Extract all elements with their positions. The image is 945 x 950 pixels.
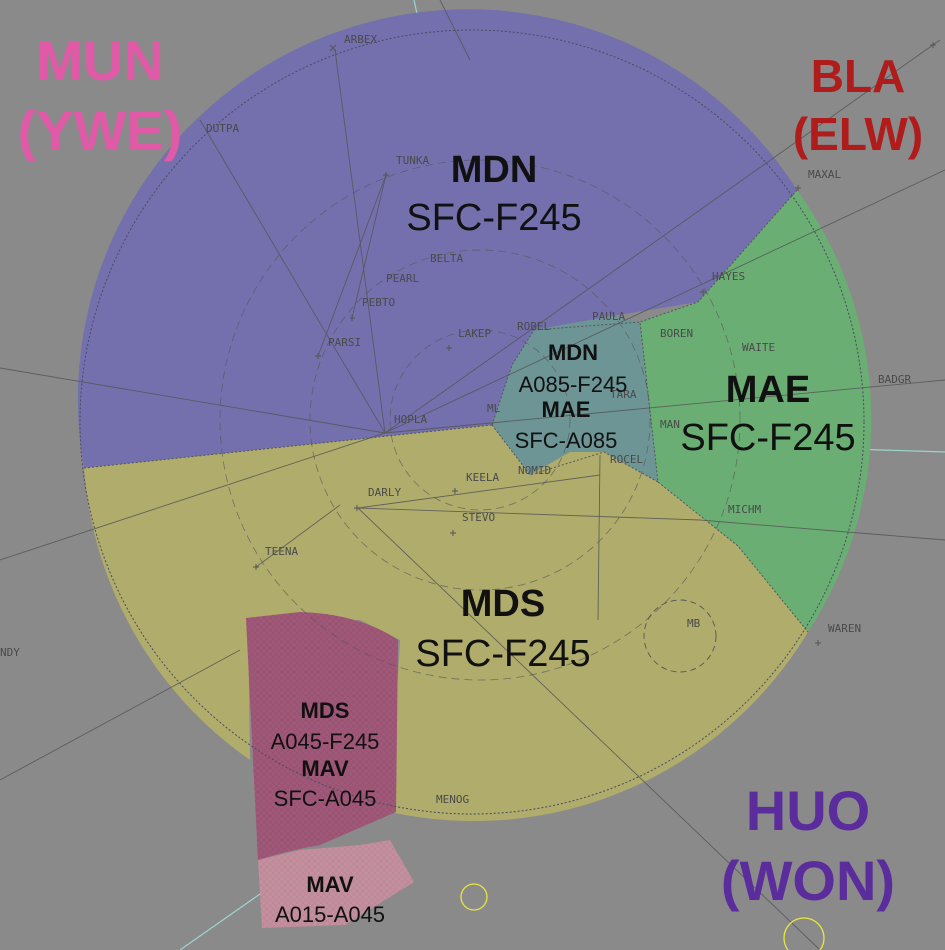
waypoint-ml: ML: [487, 402, 501, 415]
waypoint-pebto: PEBTO: [362, 296, 395, 309]
sector-mae-small-alt: SFC-A085: [515, 428, 618, 453]
sector-mav-light-name: MAV: [306, 872, 354, 897]
sector-divisions: [83, 189, 809, 633]
sector-mae-alt: SFC-F245: [680, 417, 855, 459]
waypoint-darly: DARLY: [368, 486, 401, 499]
sector-mds-pink-alt: A045-F245: [271, 729, 380, 754]
waypoint-paula: PAULA: [592, 310, 625, 323]
airfield-circle-2: [783, 917, 825, 950]
sector-mav-pink-alt: SFC-A045: [274, 786, 377, 811]
sector-mdn-alt: SFC-F245: [406, 197, 581, 239]
sector-mdn-name: MDN: [451, 149, 538, 191]
sector-mav-light-area[interactable]: [258, 840, 414, 928]
sector-mav-pink-name: MAV: [301, 756, 349, 781]
sector-mdn-small-area[interactable]: [492, 316, 658, 482]
neighbor-bla-code: (ELW): [793, 108, 923, 160]
waypoint-man: MAN: [660, 418, 680, 431]
waypoint-arbex: ARBEX: [344, 33, 377, 46]
waypoint-hayes: HAYES: [712, 270, 745, 283]
sector-mds-name: MDS: [461, 583, 545, 625]
sector-mdn-small-name: MDN: [548, 340, 598, 365]
waypoint-menog: MENOG: [436, 793, 469, 806]
sector-mae-name: MAE: [726, 369, 810, 411]
waypoint-badgr: BADGR: [878, 373, 911, 386]
waypoint-keela: KEELA: [466, 471, 499, 484]
sector-mds-pink-name: MDS: [301, 698, 350, 723]
waypoint-boren: BOREN: [660, 327, 693, 340]
neighbor-bla-name: BLA: [811, 50, 906, 102]
waypoint-labels: ARBEX DUTPA TUNKA BELTA PEARL PEBTO PARS…: [0, 33, 911, 806]
waypoint-ndy: NDY: [0, 646, 20, 659]
waypoint-tara: TARA: [610, 388, 637, 401]
waypoint-robel: ROBEL: [517, 320, 550, 333]
waypoint-markers: [253, 42, 936, 646]
waypoint-nomid: NOMID: [518, 464, 551, 477]
waypoint-belta: BELTA: [430, 252, 463, 265]
waypoint-mb: MB: [687, 617, 701, 630]
waypoint-teena: TEENA: [265, 545, 298, 558]
waypoint-waite: WAITE: [742, 341, 775, 354]
sector-mds-alt: SFC-F245: [415, 633, 590, 675]
waypoint-lakep: LAKEP: [458, 327, 491, 340]
neighbor-huo-code: (WON): [721, 849, 895, 912]
neighbor-mun-code: (YWE): [18, 99, 183, 162]
waypoint-pearl: PEARL: [386, 272, 419, 285]
waypoint-rocel: ROCEL: [610, 453, 643, 466]
sector-mav-light-alt: A015-A045: [275, 902, 385, 927]
neighbor-labels: MUN (YWE) BLA (ELW) HUO (WON): [18, 29, 924, 912]
mb-ring: [643, 599, 717, 673]
tma-boundary: [79, 29, 865, 815]
sector-mae-area[interactable]: [640, 190, 872, 632]
neighbor-mun-name: MUN: [36, 29, 164, 92]
neighbor-huo-name: HUO: [746, 779, 870, 842]
sector-labels: MDN SFC-F245 MAE SFC-F245 MDS SFC-F245 M…: [271, 149, 856, 927]
waypoint-tunka: TUNKA: [396, 154, 429, 167]
sector-mds-area[interactable]: [84, 425, 808, 822]
waypoint-parsi: PARSI: [328, 336, 361, 349]
waypoint-stevo: STEVO: [462, 511, 495, 524]
waypoint-hopla: HOPLA: [394, 413, 427, 426]
waypoint-michm: MICHM: [728, 503, 761, 516]
sector-mae-small-name: MAE: [542, 397, 591, 422]
airfield-circle-1: [460, 883, 488, 911]
waypoint-dutpa: DUTPA: [206, 122, 239, 135]
waypoint-maxal: MAXAL: [808, 168, 841, 181]
waypoint-waren: WAREN: [828, 622, 861, 635]
sector-mdn-small-alt: A085-F245: [519, 372, 628, 397]
sector-mdn-area[interactable]: [77, 9, 798, 468]
